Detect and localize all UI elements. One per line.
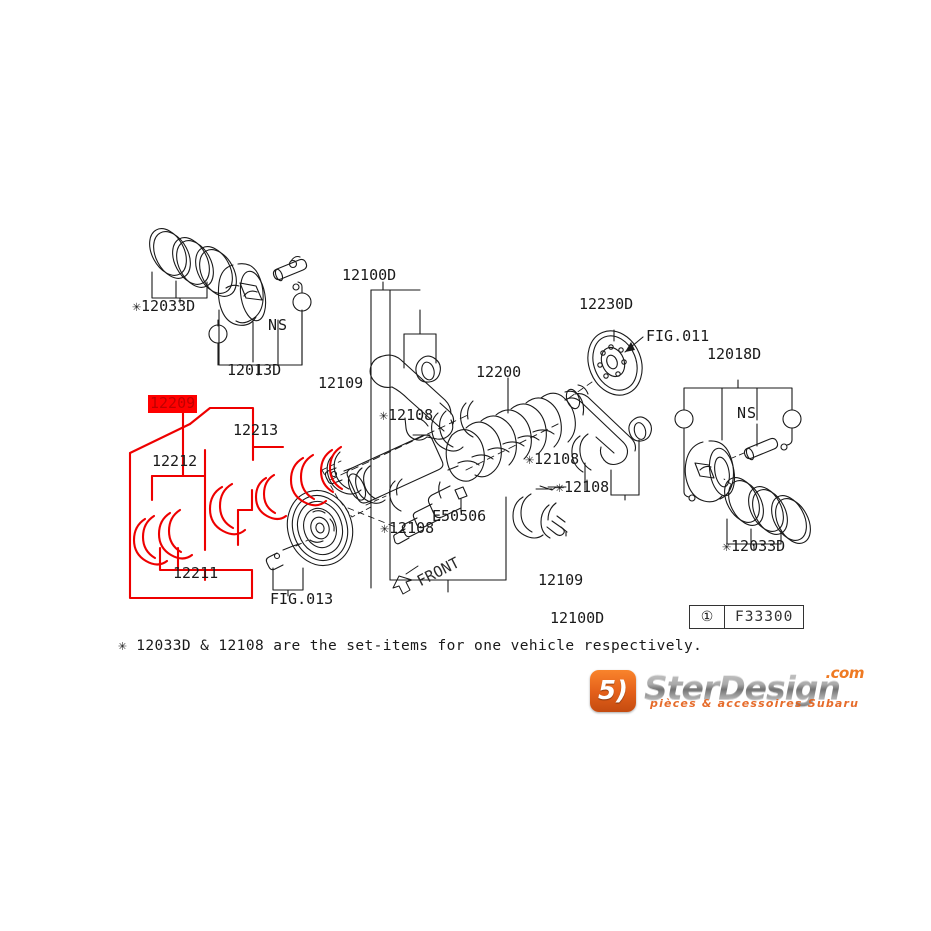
label-flywheel: 12230D	[579, 295, 634, 313]
label-main-bearing-lower: ✳12108	[555, 478, 610, 496]
watermark-brand: SterDesign	[644, 668, 841, 707]
label-conrod-assembly-top: 12100D	[342, 266, 397, 284]
label-piston-rings-right: ✳12033D	[722, 537, 786, 555]
flywheel-group	[565, 329, 644, 401]
label-main-bearing-center: ✳12108	[525, 450, 580, 468]
watermark-badge-glyph: 5)	[598, 676, 628, 706]
label-conrod-bolt-upper: 12109	[318, 374, 364, 392]
label-main-bearing-left: ✳12108	[380, 519, 435, 537]
label-conrod-assembly-bottom: 12100D	[550, 609, 605, 627]
label-piston-left: 12013D	[227, 361, 282, 379]
label-piston-rings-left: ✳12033D	[132, 297, 196, 315]
diagram-footnote: ✳ 12033D & 12108 are the set-items for o…	[118, 638, 703, 654]
legend-symbol: ①	[690, 606, 725, 628]
label-woodruff-key: E50506	[432, 507, 487, 525]
woodruff-key-group	[454, 486, 468, 513]
label-ns-right: NS	[737, 404, 758, 422]
crankshaft-group	[329, 377, 589, 545]
front-direction-arrow	[392, 565, 419, 595]
label-bearing-set-highlight: 12209	[148, 394, 198, 413]
label-ns-left: NS	[268, 316, 289, 334]
label-conrod-bolt-lower: 12109	[538, 571, 584, 589]
label-bearing-12212: 12212	[152, 452, 198, 470]
label-bearing-12211: 12211	[173, 564, 219, 582]
label-conrod-bearing-upper: ✳12108	[379, 406, 434, 424]
watermark-tld: .com	[825, 664, 864, 682]
label-fig-011: FIG.011	[646, 327, 710, 345]
conrod-bolt-group	[324, 467, 568, 537]
label-crankshaft: 12200	[476, 363, 522, 381]
conrod-right-group	[564, 393, 652, 501]
watermark-badge-icon: 5)	[590, 670, 636, 712]
label-piston-right: 12018D	[707, 345, 762, 363]
legend-code: F33300	[735, 609, 794, 625]
label-crank-pulley-fig: FIG.013	[270, 590, 334, 608]
label-bearing-12213: 12213	[233, 421, 279, 439]
piston-rings-right-group	[723, 477, 811, 551]
legend-box: ① F33300	[689, 605, 805, 629]
conrod-upper-group	[369, 281, 507, 593]
watermark-sterdesign: 5) SterDesign .com pièces & accessoires …	[590, 664, 864, 718]
piston-left-group	[208, 255, 312, 376]
piston-rings-left-group	[149, 228, 237, 304]
watermark-tagline: pièces & accessoires Subaru	[650, 697, 860, 710]
